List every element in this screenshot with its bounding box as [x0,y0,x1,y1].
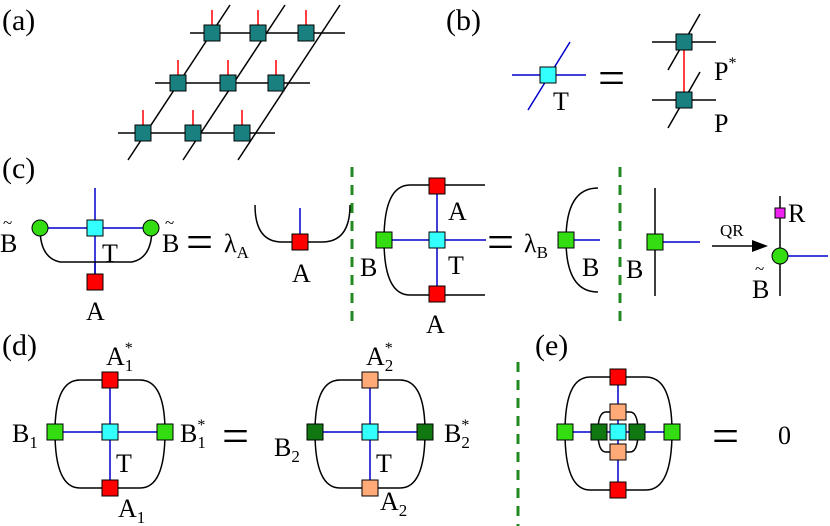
panel-d-equals: = [222,410,249,463]
panel-c-R-label: R [788,199,806,228]
panel-d-right-network [306,371,434,497]
panel-c-qr-label: QR [720,221,744,240]
panel-d-T-right: T [376,449,392,478]
panel-c-B-label-3: B [626,255,643,284]
panel-c-lambdaA: λA [224,229,250,262]
panel-a-physical-legs [142,10,307,130]
panel-c-label: (c) [2,152,35,185]
panel-d-A1star: A*1 [106,340,133,375]
panel-c-tilde-qr: ~ [755,259,764,278]
panel-c-equals-1: = [186,216,213,269]
panel-c-A-label-2: A [292,259,311,288]
panel-d-B2star: B*2 [444,417,470,452]
panel-c-qr-arrow [712,240,768,252]
panel-e-zero: 0 [778,421,791,450]
panel-c-Btilde-left: B [0,229,17,258]
panel-c-A-label-1: A [86,297,105,326]
panel-d-label: (d) [2,329,37,362]
panel-c-A-label-top: A [448,197,467,226]
panel-c-Btilde-qr: B [752,275,769,304]
panel-d-left-network [46,371,174,497]
panel-c-environment-A [254,204,351,251]
panel-c-environment-B [375,177,486,303]
panel-c-B-label-2: B [582,253,599,282]
panel-d-A1: A1 [118,494,145,526]
panel-b-Pstar-label: P* [714,55,736,86]
panel-c-qr-left [646,188,700,296]
panel-c-Btilde-right: B [162,229,179,258]
panel-e-equals: = [712,410,739,463]
panel-d-B1: B1 [12,419,38,452]
panel-c-T-label-2: T [448,251,464,280]
panel-b-T-tensor [512,41,586,111]
panel-e-network [556,368,681,499]
panel-e-label: (e) [535,329,568,362]
panel-c-B-label-1: B [360,253,377,282]
panel-d-T-left: T [116,449,132,478]
panel-c-environment-Bright [557,187,600,293]
panel-b-equals: = [598,52,625,105]
panel-d-A2star: A*2 [366,340,393,375]
panel-c-A-label-bottom: A [426,310,445,339]
panel-c-tilde-right: ~ [165,213,174,232]
panel-b-double-layer [652,13,716,129]
panel-c-tilde-left: ~ [3,213,12,232]
panel-d-A2: A2 [380,487,407,520]
panel-b-T-label: T [553,87,569,116]
panel-d-B1star: B*1 [180,417,206,452]
panel-d-B2: B2 [274,433,300,466]
panel-c-equals-2: = [487,216,514,269]
panel-c-environment-left [31,188,160,291]
panel-a-label: (a) [2,4,35,37]
panel-a-tensors [134,24,315,142]
panel-b-P-label: P [714,109,728,138]
panel-c-lambdaB: λB [524,229,548,262]
panel-c-qr-result [771,196,828,296]
panel-c-T-label-1: T [102,239,118,268]
panel-b-label: (b) [446,4,481,37]
